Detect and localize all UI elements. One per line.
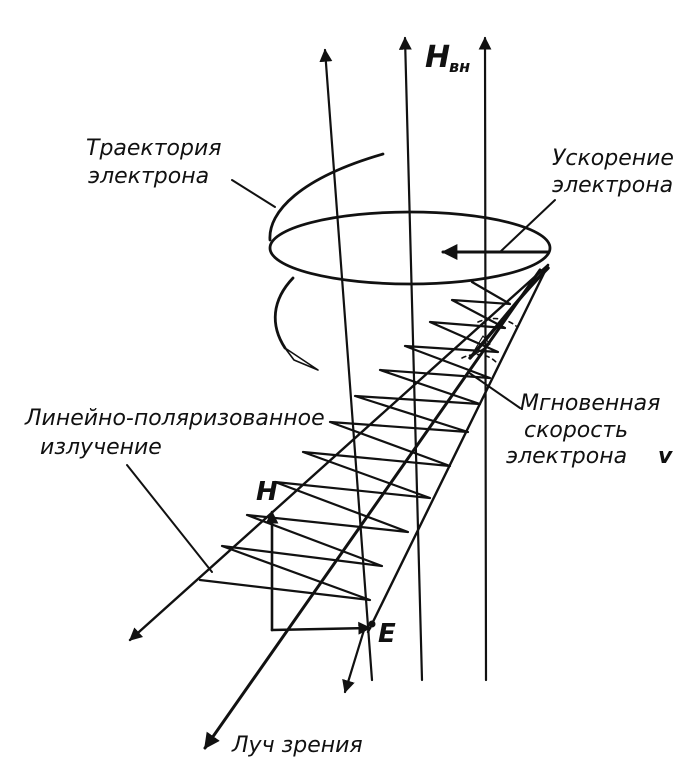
trajectory-leader xyxy=(231,179,276,208)
trajectory-arrowhead xyxy=(284,347,319,371)
observation-point xyxy=(368,620,376,628)
trajectory-upper-arc xyxy=(268,152,385,242)
radiation-label-line1: Линейно-поляризованное xyxy=(24,406,325,431)
field-line-3 xyxy=(478,36,492,682)
velocity-symbol: v xyxy=(658,444,673,469)
h-ext-subscript: вн xyxy=(449,57,470,76)
trajectory-lower-arc xyxy=(273,276,295,350)
velocity-leader xyxy=(467,371,521,409)
e-vector xyxy=(270,621,372,635)
velocity-vector xyxy=(468,266,550,360)
field-line-2 xyxy=(398,36,424,682)
polarized-wave xyxy=(198,280,512,602)
h-field-label: H xyxy=(256,477,278,507)
cone-dashed-arc-1 xyxy=(477,317,517,327)
line-of-sight-label: Луч зрения xyxy=(231,733,363,758)
cone-right-edge xyxy=(366,263,550,634)
radiation-leader xyxy=(126,464,213,573)
velocity-label-line3: электрона xyxy=(506,444,627,469)
field-lines xyxy=(319,36,492,682)
electron-trajectory xyxy=(268,152,552,371)
cone-left-edge xyxy=(128,263,550,642)
labels: H вн Траектория электрона Ускорение элек… xyxy=(24,40,674,758)
acceleration-label-line1: Ускорение xyxy=(552,146,674,171)
h-ext-label: H xyxy=(425,40,450,75)
field-line-1 xyxy=(319,48,374,682)
trajectory-label-line2: электрона xyxy=(88,164,209,189)
cone-dashed-arc-2 xyxy=(461,353,497,363)
observation-vectors xyxy=(265,510,376,694)
acceleration-label-line2: электрона xyxy=(552,173,673,198)
velocity-label-line1: Мгновенная xyxy=(520,391,660,416)
velocity-label-line2: скорость xyxy=(524,418,628,443)
e-vector-secondary xyxy=(342,628,366,694)
trajectory-orbit xyxy=(268,210,552,286)
trajectory-label-line1: Траектория xyxy=(86,136,221,161)
e-field-label: E xyxy=(378,619,396,649)
radiation-label-line2: излучение xyxy=(40,435,162,460)
acceleration-leader xyxy=(499,199,556,253)
leader-lines xyxy=(126,179,556,573)
line-of-sight-axis xyxy=(203,268,542,750)
